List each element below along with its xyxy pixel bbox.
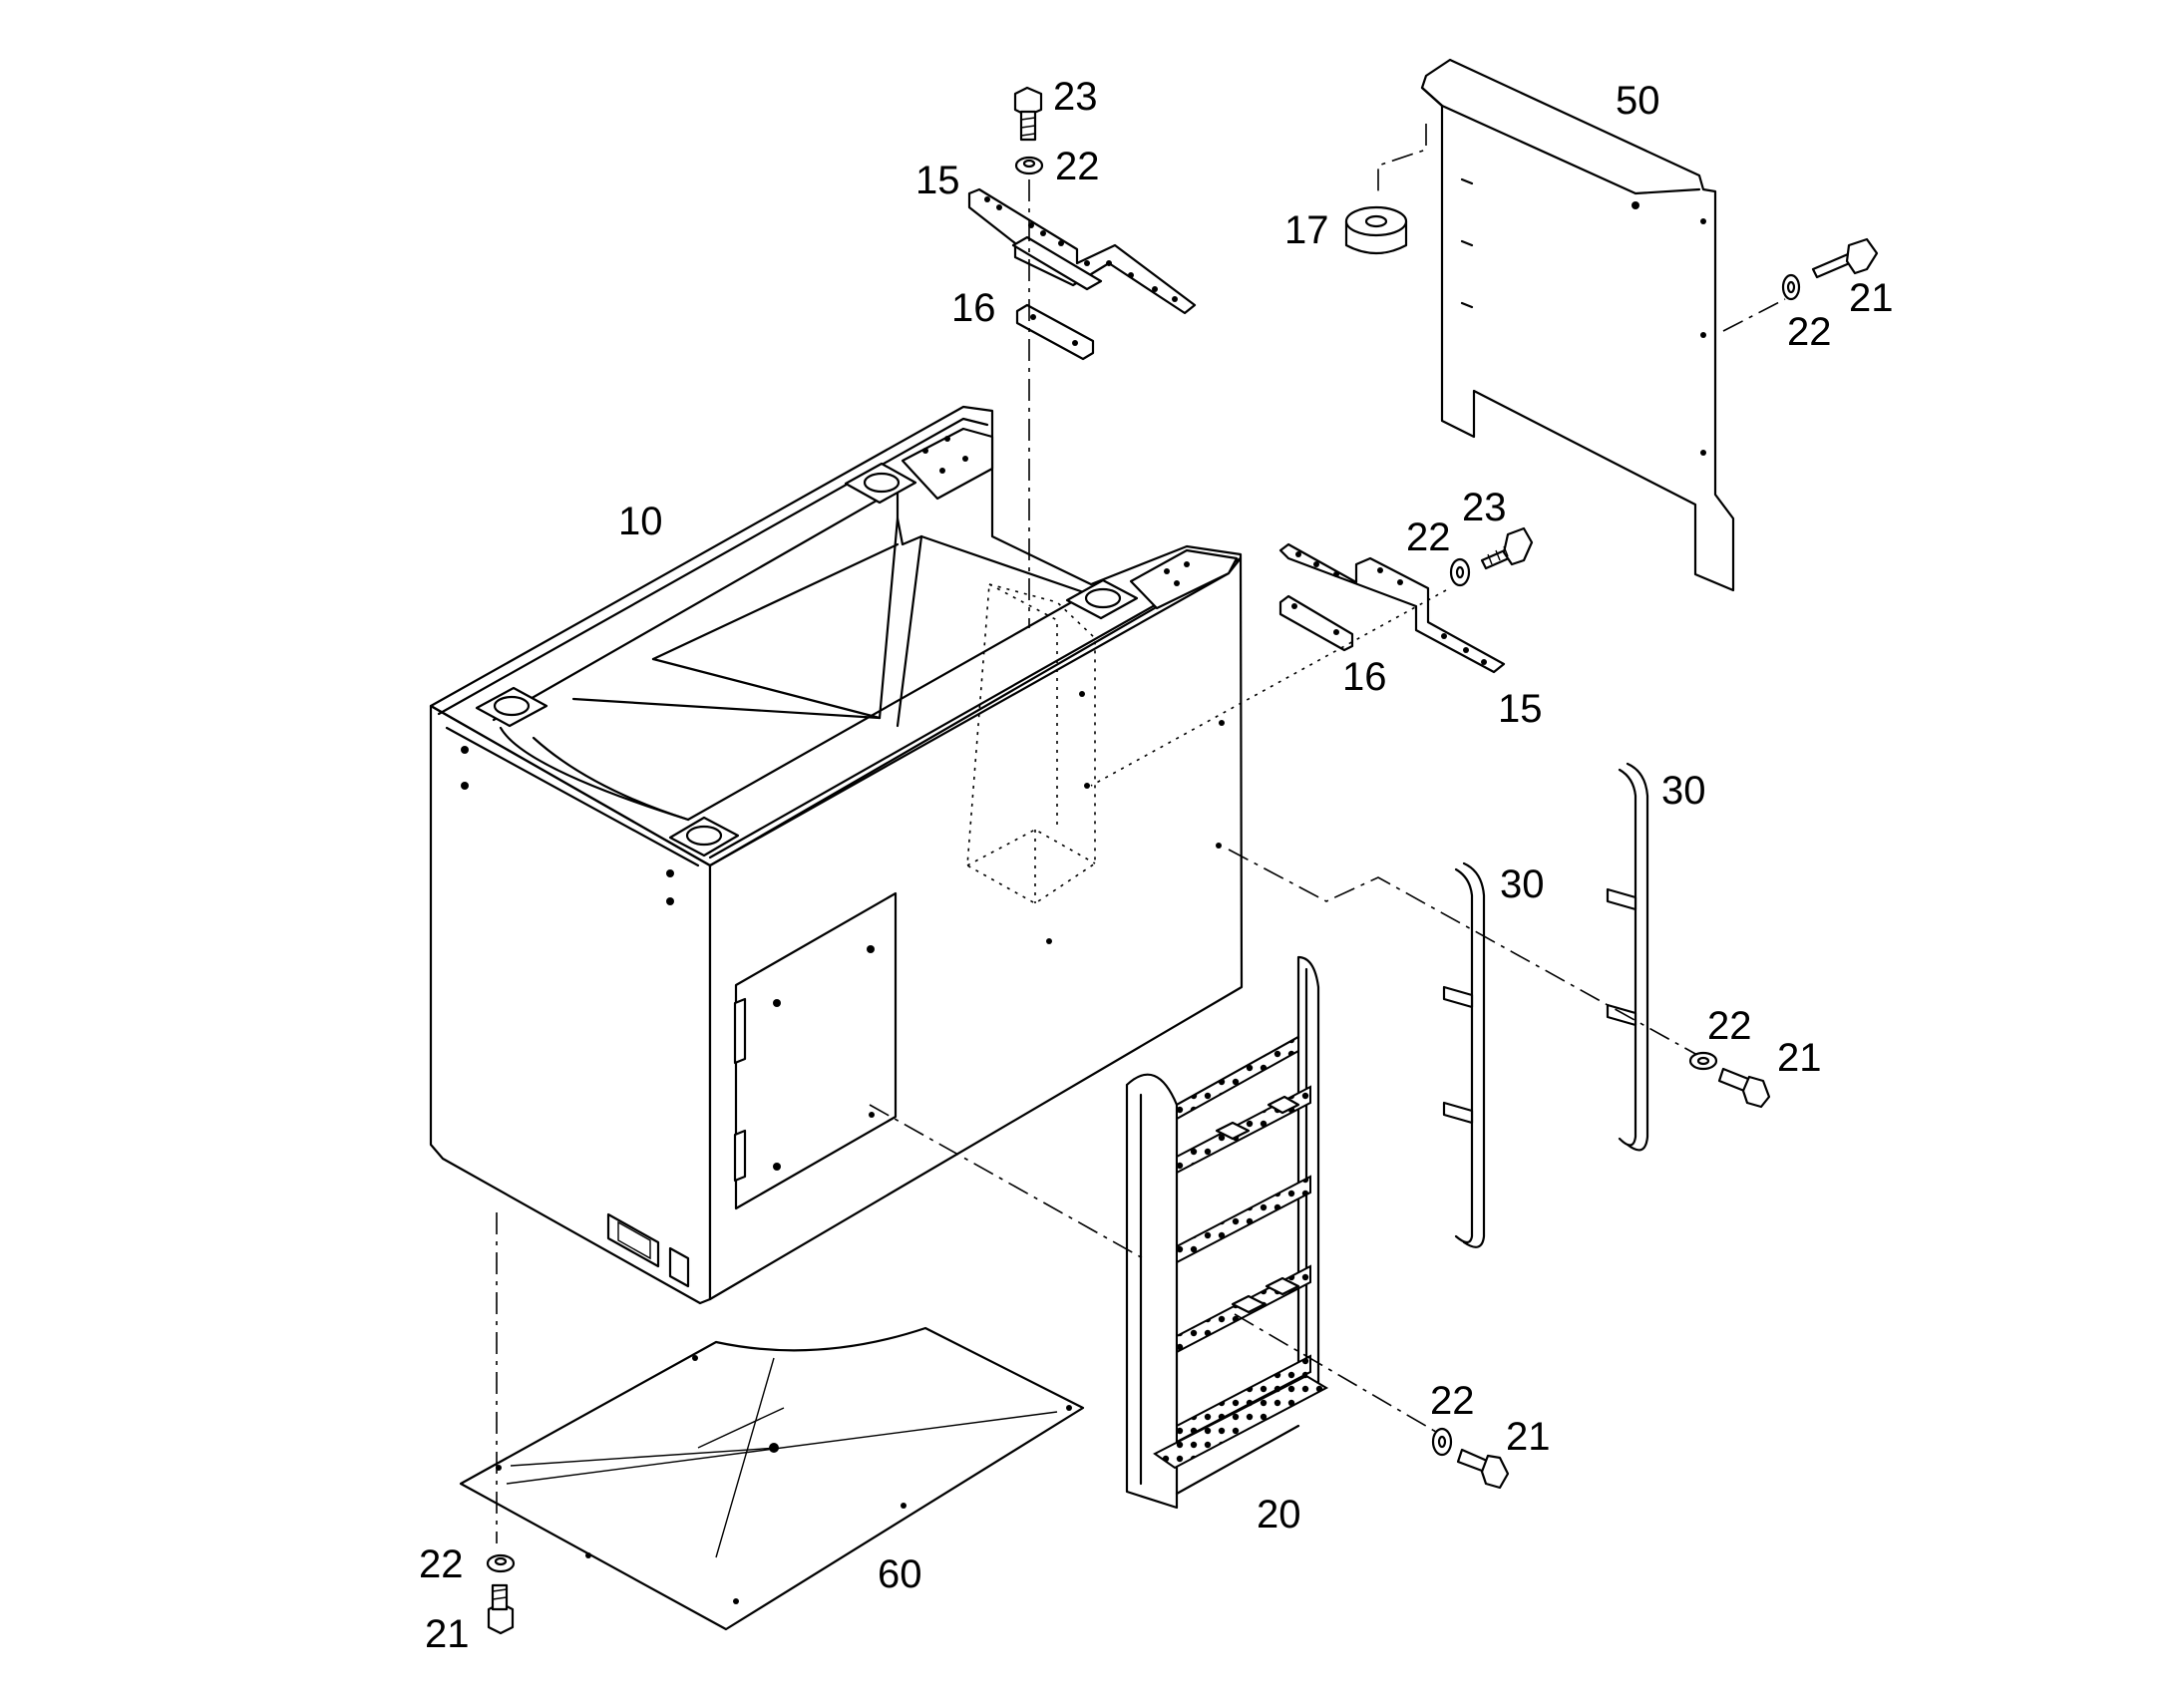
callout-labels: 10 15 15 16 16 17 20 21 21 21 21 22 22 2…: [419, 75, 1894, 1656]
callout-16: 16: [951, 286, 996, 330]
callout-21: 21: [1506, 1415, 1551, 1459]
callout-30: 30: [1500, 862, 1545, 906]
callout-23: 23: [1462, 486, 1507, 529]
callout-15: 15: [1498, 687, 1543, 731]
callout-21: 21: [1777, 1036, 1822, 1080]
callout-22: 22: [419, 1542, 464, 1586]
callout-16: 16: [1342, 655, 1387, 699]
callout-50: 50: [1616, 79, 1660, 123]
handrail-left: [1442, 861, 1486, 1248]
callout-22: 22: [1055, 145, 1100, 188]
callout-60: 60: [878, 1552, 922, 1596]
top-mount-bracket: [967, 86, 1197, 628]
callout-20: 20: [1257, 1493, 1301, 1537]
cabinet-frame: [429, 405, 1244, 1305]
ladder: [869, 955, 1510, 1510]
callout-22: 22: [1787, 310, 1832, 354]
callout-30: 30: [1661, 769, 1706, 813]
side-mount-bracket: [1090, 526, 1534, 787]
handrail-right: [1228, 762, 1771, 1152]
rear-panel: [1344, 58, 1879, 592]
callout-22: 22: [1430, 1379, 1475, 1423]
callout-23: 23: [1053, 75, 1098, 119]
callout-21: 21: [1849, 276, 1894, 320]
callout-10: 10: [618, 500, 663, 543]
callout-22: 22: [1406, 515, 1451, 559]
bottom-plate: [459, 1326, 1085, 1631]
mount-pad: [475, 462, 1139, 857]
callout-17: 17: [1284, 208, 1329, 252]
callout-15: 15: [915, 159, 960, 202]
handle-recess: [606, 1212, 690, 1288]
callout-22: 22: [1707, 1004, 1752, 1048]
bottom-fasteners: [486, 1212, 516, 1635]
rubber-buffer: [1344, 205, 1408, 255]
access-door: [733, 891, 898, 1210]
callout-21: 21: [425, 1612, 470, 1656]
